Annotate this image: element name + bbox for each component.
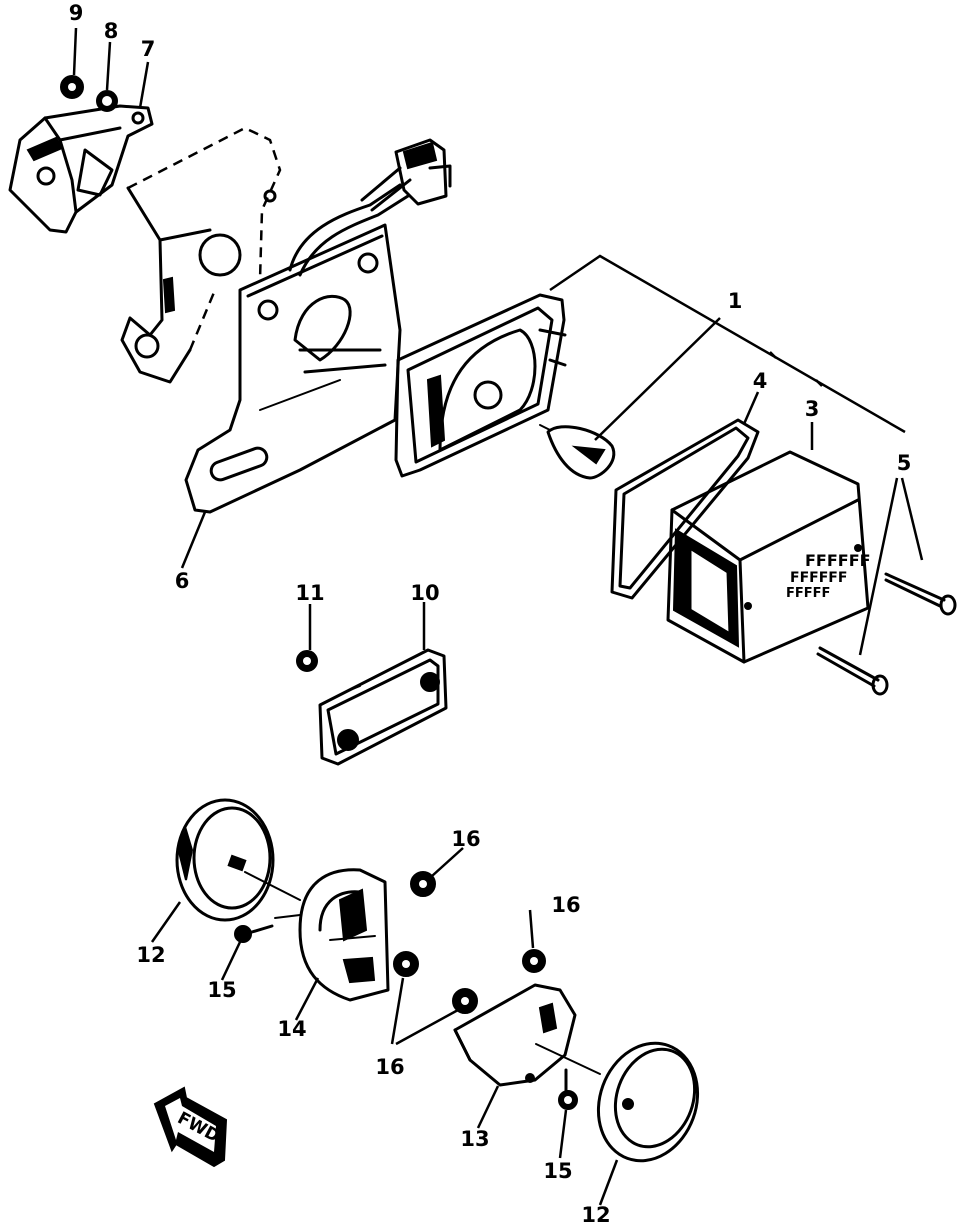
callout-13: 13 (460, 1127, 489, 1151)
turn-signal-lens-part-12-left (175, 798, 275, 922)
callout-10: 10 (410, 581, 439, 605)
reflector-part-10 (318, 648, 448, 766)
screw-part-15-right (558, 1068, 578, 1110)
screws-part-5 (816, 572, 957, 696)
callout-14: 14 (277, 1017, 306, 1041)
svg-text:FFFFFF: FFFFFF (790, 570, 847, 586)
callout-12-left: 12 (136, 943, 165, 967)
leader-lines (72, 27, 924, 1206)
turn-signal-lens-part-12-right (596, 1041, 700, 1163)
callout-9: 9 (69, 1, 84, 25)
callout-16-bottom: 16 (375, 1055, 404, 1079)
forward-direction-arrow: FWD (153, 1086, 228, 1168)
callout-16-top: 16 (451, 827, 480, 851)
wire-harness (288, 138, 452, 277)
nut-part-16-d (522, 949, 546, 973)
callout-1: 1 (728, 289, 743, 313)
nut-part-9 (60, 75, 84, 99)
screw-part-15-left (234, 924, 274, 943)
callout-6: 6 (175, 569, 190, 593)
nut-part-16-c (452, 988, 478, 1014)
nut-part-16-a (410, 871, 436, 897)
callout-labels: 1 3 4 5 6 7 8 9 10 11 12 12 13 14 15 15 … (69, 1, 912, 1226)
callout-7: 7 (141, 37, 156, 61)
turn-signal-housing-part-14 (298, 868, 390, 1002)
nut-part-16-b (393, 951, 419, 977)
lens-cover-part-3: FFFFFF FFFFFF FFFFF (666, 450, 871, 664)
callout-15-left: 15 (207, 978, 236, 1002)
callout-8: 8 (104, 19, 119, 43)
gasket-part-4 (610, 418, 760, 600)
callout-12-right: 12 (581, 1203, 610, 1226)
callout-15-right: 15 (543, 1159, 572, 1183)
turn-signal-housing-part-13 (453, 983, 577, 1087)
callout-3: 3 (805, 397, 820, 421)
callout-16-right: 16 (551, 893, 580, 917)
svg-text:FFFFF: FFFFF (786, 586, 830, 601)
nut-part-11 (296, 650, 318, 672)
bulb (539, 424, 616, 480)
callout-11: 11 (295, 581, 324, 605)
svg-text:FFFFFF: FFFFFF (805, 551, 871, 570)
license-bracket-part-6 (184, 223, 402, 514)
bracket-clamp-part-7 (8, 104, 154, 234)
mounting-bracket-plate (120, 126, 282, 384)
taillight-base-part-1 (394, 293, 567, 478)
callout-5: 5 (897, 451, 912, 475)
callout-4: 4 (753, 369, 768, 393)
